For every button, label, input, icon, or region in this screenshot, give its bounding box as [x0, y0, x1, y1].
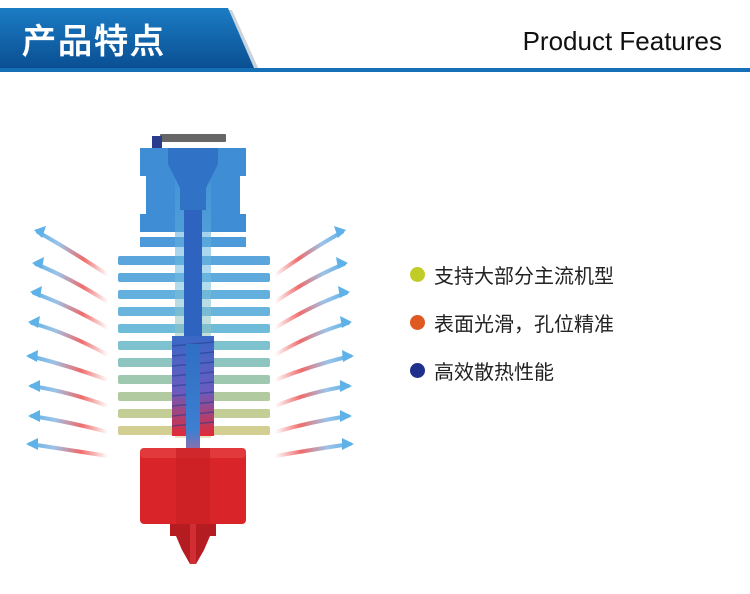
- filament-funnel: [168, 148, 218, 210]
- bullet-dot-yellow: [410, 266, 425, 282]
- section-header: 产品特点 Product Features: [0, 0, 750, 80]
- feature-item-compatibility: 支持大部分主流机型: [410, 262, 614, 288]
- feature-text: 高效散热性能: [434, 359, 554, 384]
- feature-item-cooling: 高效散热性能: [410, 358, 614, 384]
- clip-tab: [152, 136, 162, 148]
- feature-list: 支持大部分主流机型 表面光滑，孔位精准 高效散热性能: [410, 262, 614, 406]
- bullet-dot-navy: [410, 362, 425, 378]
- airflow-right-heads: [334, 226, 354, 450]
- feature-text: 支持大部分主流机型: [434, 263, 614, 288]
- header-banner: [0, 8, 750, 72]
- heat-break: [184, 210, 202, 340]
- hotend-diagram: [26, 134, 354, 564]
- page-title: 产品特点: [22, 22, 166, 62]
- bullet-dot-orange: [410, 314, 425, 330]
- top-cap: [160, 134, 226, 142]
- feature-text: 表面光滑，孔位精准: [434, 311, 614, 336]
- page-subtitle: Product Features: [522, 26, 722, 56]
- feature-item-surface: 表面光滑，孔位精准: [410, 310, 614, 336]
- airflow-left-heads: [26, 226, 46, 450]
- airflow-left: [28, 230, 110, 458]
